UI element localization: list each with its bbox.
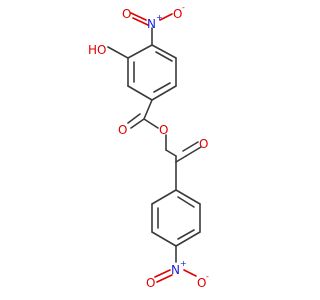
hydroxyl-oxygen: O [97, 43, 106, 57]
bond [143, 99, 153, 120]
bond [175, 155, 187, 163]
bond [130, 12, 147, 21]
bond [183, 269, 197, 277]
bond [177, 229, 195, 240]
bond [151, 44, 177, 59]
nitro-top-oxygen-left: O [122, 7, 131, 21]
bond [182, 141, 199, 152]
bond [132, 17, 149, 26]
ester-oxygen: O [159, 123, 168, 137]
bond [177, 196, 195, 208]
ester-carbonyl-oxygen: O [118, 123, 127, 137]
nitro-top-oxygen-right: O [173, 7, 182, 21]
bond [151, 231, 177, 247]
bond [175, 189, 201, 205]
bond [127, 113, 141, 124]
bond [175, 231, 201, 247]
bond [185, 146, 202, 157]
bond [159, 13, 173, 21]
nitro-bottom-oxygen-left: O [146, 276, 155, 290]
nitro-bottom-nitrogen: N [171, 263, 180, 277]
nitro-top-plus-charge: + [156, 13, 163, 22]
nitro-top-nitrogen: N [147, 17, 156, 31]
bond [143, 118, 159, 129]
nitro-bottom-minus-charge: - [206, 272, 209, 281]
bond [151, 189, 177, 205]
hydroxyl-hydrogen: H [88, 43, 97, 57]
bond [127, 85, 153, 101]
bond [107, 46, 129, 59]
bonds [107, 12, 202, 283]
molecule-canvas: N + O O - H O O O O N + O O - [88, 3, 209, 290]
nitro-top-minus-charge: - [182, 3, 185, 12]
bond [151, 85, 177, 101]
nitro-bottom-oxygen-right: O [197, 276, 206, 290]
bond [127, 44, 153, 59]
nitro-bottom-plus-charge: + [180, 259, 187, 268]
molecule-structure: N + O O - H O O O O N + O O - [88, 3, 209, 290]
bond [154, 269, 171, 278]
bond [165, 149, 177, 157]
bond [156, 274, 173, 283]
bond [155, 51, 173, 62]
bond [153, 82, 171, 93]
bond [130, 118, 145, 129]
ketone-oxygen: O [199, 137, 208, 151]
